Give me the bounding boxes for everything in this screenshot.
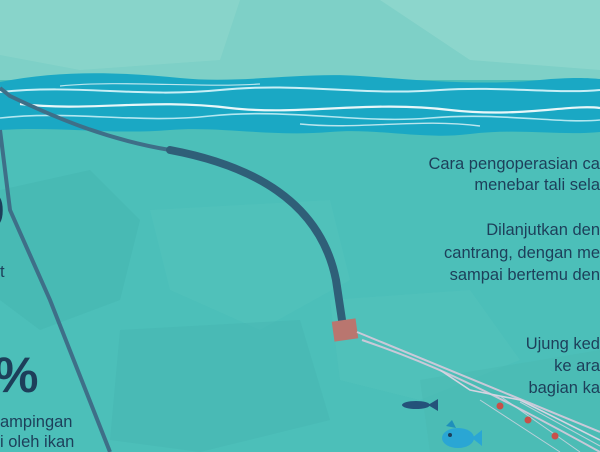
rope-left-diagonal	[0, 86, 171, 152]
net-line-top	[356, 331, 600, 433]
wave-highlight-1	[0, 86, 600, 94]
wave-band	[0, 73, 600, 136]
fish-small	[402, 399, 438, 411]
underwater-shape-3	[110, 320, 330, 452]
net-mesh	[479, 395, 600, 452]
p3-line1: Ujung ked	[525, 335, 600, 353]
net-weight-box	[331, 318, 359, 342]
rope-curve	[166, 146, 346, 324]
net-float-1	[496, 402, 504, 410]
upper-shape-2	[380, 0, 600, 70]
p3-line3: bagian ka	[528, 379, 600, 397]
left-percent: %	[0, 350, 38, 400]
p2-line1: Dilanjutkan den	[486, 221, 600, 239]
upper-shape-1	[0, 0, 240, 70]
p1-line1: Cara pengoperasian ca	[428, 155, 600, 173]
underwater-shape-2	[150, 200, 350, 330]
net-line-mid	[361, 339, 600, 452]
net-float-2	[524, 416, 532, 424]
wave-highlight-3	[0, 112, 600, 122]
p2-line2: cantrang, dengan me	[444, 244, 600, 262]
left-line-1: ampingan	[0, 413, 73, 431]
rope-left-thin	[0, 129, 112, 452]
net-float-3	[551, 432, 559, 440]
underwater-shape-1	[0, 170, 140, 330]
wave-highlight-4	[59, 83, 261, 87]
wave-highlight-5	[299, 122, 481, 127]
wave-highlight-2	[19, 102, 600, 114]
left-big-number: 0	[0, 188, 5, 236]
p3-line2: ke ara	[554, 357, 600, 375]
fish-blue	[442, 420, 482, 448]
net-line-inner	[439, 369, 600, 441]
left-mark-small: t	[0, 263, 5, 281]
p2-line3: sampai bertemu den	[449, 266, 600, 284]
p1-line2: menebar tali sela	[474, 176, 600, 194]
left-line-2: i oleh ikan	[0, 433, 75, 451]
